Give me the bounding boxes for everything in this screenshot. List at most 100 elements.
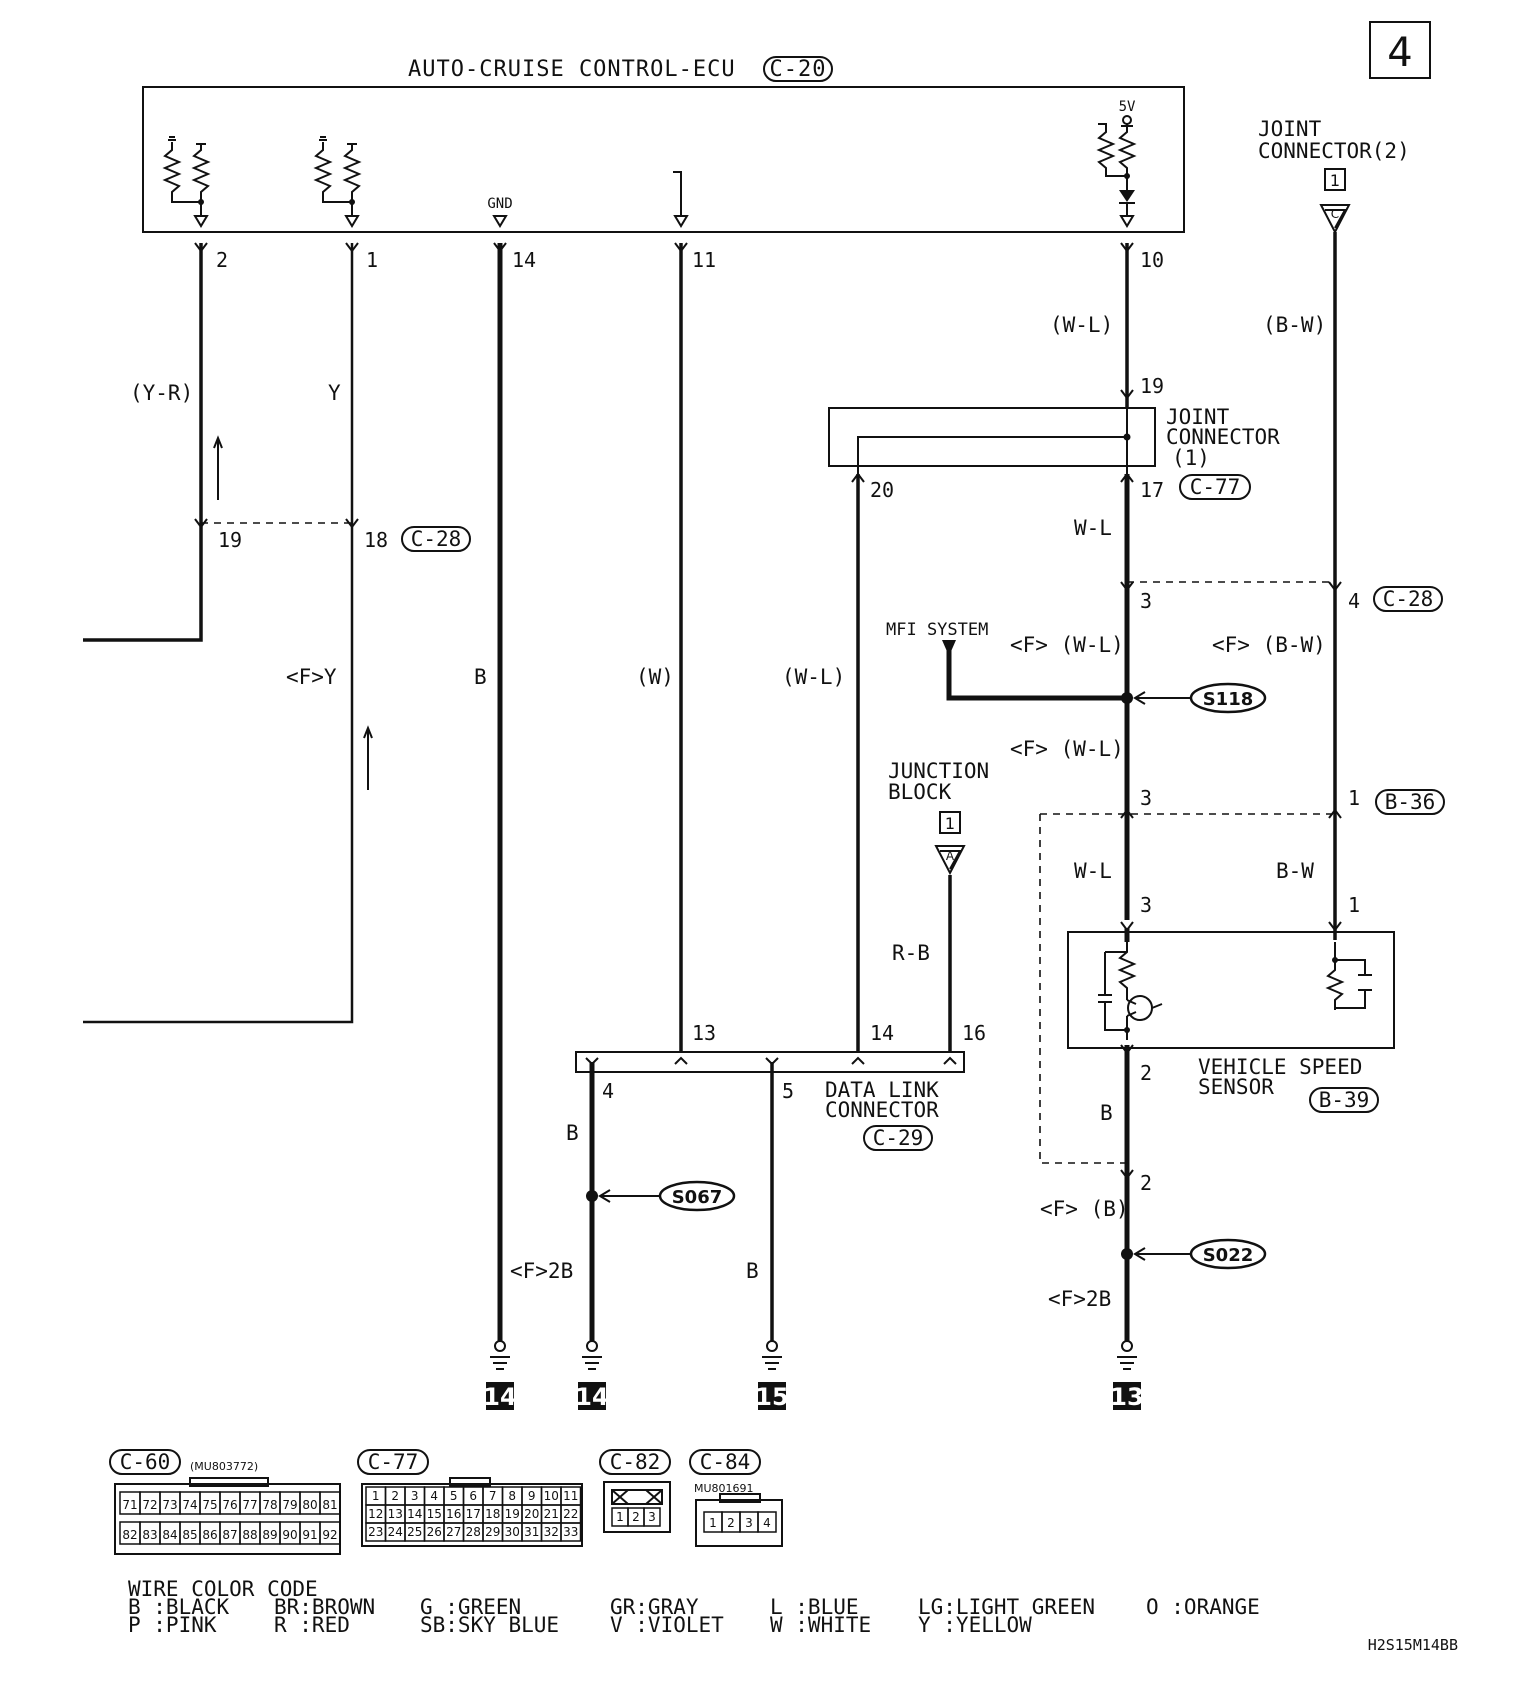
s067-dot bbox=[586, 1190, 598, 1202]
label-f2b-left: <F>2B bbox=[510, 1259, 573, 1283]
c28-pin-3: 3 bbox=[1140, 589, 1152, 613]
connector-pin-number: 31 bbox=[524, 1525, 539, 1539]
ground-3: 15 bbox=[755, 1340, 789, 1411]
c28-pin-4: 4 bbox=[1348, 589, 1360, 613]
label-f-bw: <F> (B-W) bbox=[1212, 633, 1326, 657]
connector-pin-number: 92 bbox=[322, 1528, 337, 1542]
connector-pin-number: 22 bbox=[563, 1507, 578, 1521]
c28-label-left: C-28 bbox=[411, 527, 462, 551]
label-b-pin5: B bbox=[746, 1259, 759, 1283]
connector-pin-number: 73 bbox=[162, 1498, 177, 1512]
label-wl-left: (W-L) bbox=[782, 665, 845, 689]
connector-pin-cell bbox=[643, 1507, 661, 1527]
connector-pin-number: 3 bbox=[745, 1516, 753, 1530]
ground-4-label: 13 bbox=[1110, 1383, 1143, 1411]
dlc-line1: DATA LINK bbox=[825, 1078, 939, 1102]
connector-pin-number: 1 bbox=[709, 1516, 717, 1530]
connector-pin-number: 33 bbox=[563, 1525, 578, 1539]
connector-pin-number: 71 bbox=[122, 1498, 137, 1512]
c60-oval bbox=[109, 1449, 181, 1475]
label-wl: W-L bbox=[1074, 516, 1112, 540]
vss-box bbox=[1067, 931, 1395, 1049]
connector-pin-number: 4 bbox=[763, 1516, 771, 1530]
connector-pin-number: 25 bbox=[407, 1525, 422, 1539]
s067-oval bbox=[658, 1180, 736, 1212]
jc1-pin-19: 19 bbox=[1140, 374, 1164, 398]
c77-face-oval bbox=[357, 1449, 429, 1475]
dlc-pin-13: 13 bbox=[692, 1021, 716, 1045]
connector-pin-number: 15 bbox=[427, 1507, 442, 1521]
connector-pin-number: 12 bbox=[368, 1507, 383, 1521]
ecu-box bbox=[142, 86, 1185, 233]
joint-connector-1: JOINT CONNECTOR (1) 19 17 20 C-77 bbox=[828, 374, 1280, 502]
wire-y bbox=[83, 243, 354, 1024]
jb-box bbox=[939, 811, 961, 834]
ecu-gnd-triangle bbox=[492, 215, 508, 228]
ecu-pin-10: 10 bbox=[1140, 248, 1164, 272]
c29-oval bbox=[863, 1125, 933, 1151]
legend-w: W :WHITE bbox=[770, 1613, 871, 1637]
label-w-paren: (W) bbox=[636, 665, 674, 689]
s067-arrow bbox=[598, 1189, 660, 1203]
connector-pin-number: 19 bbox=[505, 1507, 520, 1521]
legend-l: L :BLUE bbox=[770, 1595, 859, 1619]
label-rb: R-B bbox=[892, 941, 930, 965]
connector-pin-number: 86 bbox=[202, 1528, 217, 1542]
s118-dot bbox=[1121, 692, 1133, 704]
legend-sb: SB:SKY BLUE bbox=[420, 1613, 559, 1637]
connector-pin-number: 23 bbox=[368, 1525, 383, 1539]
ground-vss-pin-2: 2 bbox=[1140, 1171, 1152, 1195]
connector-pin-number: 5 bbox=[450, 1489, 458, 1503]
page-number-box bbox=[1369, 21, 1431, 79]
connector-pin-number: 32 bbox=[544, 1525, 559, 1539]
data-link-connector: 13 14 16 4 5 DATA LINK CONNECTOR C-29 bbox=[575, 1021, 986, 1151]
dlc-pin-14: 14 bbox=[870, 1021, 894, 1045]
connector-pin-number: 77 bbox=[242, 1498, 257, 1512]
connector-pin-number: 2 bbox=[727, 1516, 735, 1530]
arrow-up-yr bbox=[213, 435, 223, 500]
ground-symbols: 14 14 15 13 bbox=[483, 1340, 1144, 1411]
jc1-line1: JOINT bbox=[1166, 405, 1230, 429]
ecu-connector-label: C-20 bbox=[770, 57, 827, 82]
legend-g: G :GREEN bbox=[420, 1595, 521, 1619]
connector-pin-number: 30 bbox=[505, 1525, 520, 1539]
s022-arrow bbox=[1133, 1247, 1192, 1261]
vss-line1: VEHICLE SPEED bbox=[1198, 1055, 1362, 1079]
mfi-arrow bbox=[942, 640, 956, 656]
connector-pin-number: 90 bbox=[282, 1528, 297, 1542]
connector-pin-number: 78 bbox=[262, 1498, 277, 1512]
connector-pin-number: 10 bbox=[544, 1489, 559, 1503]
dlc-pin-4: 4 bbox=[602, 1079, 614, 1103]
connector-pin-number: 24 bbox=[388, 1525, 403, 1539]
b36-oval bbox=[1375, 789, 1445, 815]
ecu-title: AUTO-CRUISE CONTROL-ECU C-20 bbox=[408, 56, 833, 82]
ground-1: 14 bbox=[483, 1340, 517, 1411]
label-yr: (Y-R) bbox=[130, 381, 193, 405]
connector-pin-number: 13 bbox=[388, 1507, 403, 1521]
label-y: Y bbox=[328, 381, 341, 405]
ecu-pin-11: 11 bbox=[692, 248, 716, 272]
c84-label: C-84 bbox=[700, 1450, 751, 1474]
label-wl-paren: (W-L) bbox=[1050, 313, 1113, 337]
joint-connector-2: JOINT CONNECTOR(2) 1 C bbox=[1258, 117, 1410, 235]
jb-line1: JUNCTION bbox=[888, 759, 989, 783]
connector-pin-number: 16 bbox=[446, 1507, 461, 1521]
connector-pin-number: 82 bbox=[122, 1528, 137, 1542]
ground-2-label: 14 bbox=[575, 1383, 608, 1411]
connector-pin-cell bbox=[757, 1511, 777, 1533]
c60-part: (MU803772) bbox=[190, 1460, 258, 1473]
legend-gr: GR:GRAY bbox=[610, 1595, 699, 1619]
pin-markers bbox=[194, 242, 1342, 1180]
dlc-pin-5: 5 bbox=[782, 1079, 794, 1103]
connector-pin-number: 72 bbox=[142, 1498, 157, 1512]
s118-oval bbox=[1189, 682, 1267, 714]
jc2-box bbox=[1324, 168, 1346, 191]
jc1-pin-17: 17 bbox=[1140, 478, 1164, 502]
ground-4: 13 bbox=[1110, 1340, 1144, 1411]
c77-oval bbox=[1179, 474, 1251, 500]
legend-p: P :PINK bbox=[128, 1613, 217, 1637]
